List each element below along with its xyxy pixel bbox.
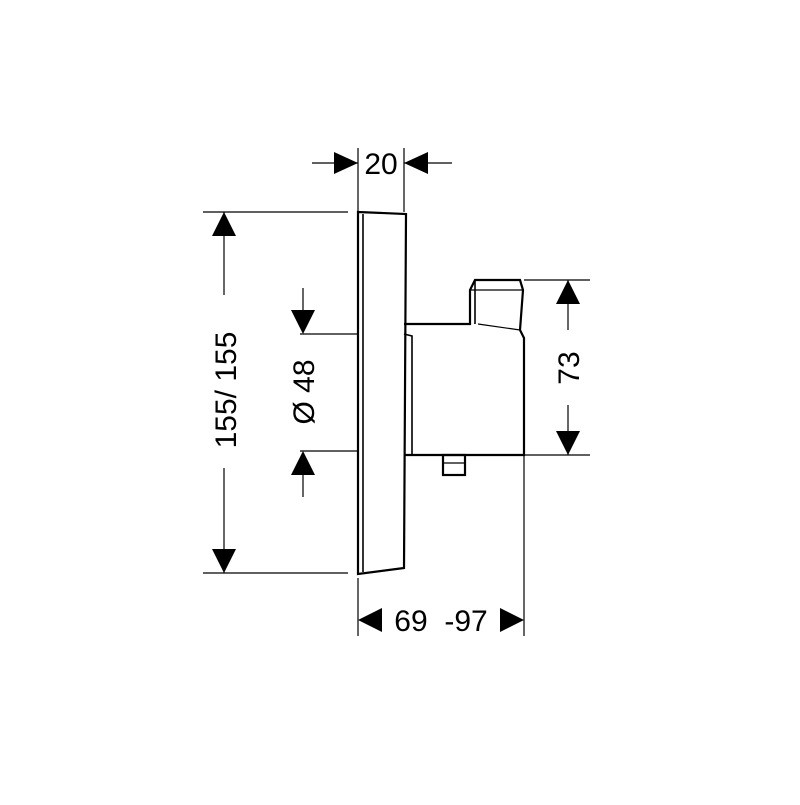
dimension-body-height: 73 [524,279,590,456]
valve-body [403,278,526,457]
arrow-down-head [212,549,236,573]
dimension-height: 155/ 155 [203,211,348,574]
arrow-up-head [212,212,236,236]
arrow-left-head [358,608,382,632]
arrow-up-head [291,451,315,475]
label-height: 155/ 155 [210,332,243,449]
arrow-left-head [404,152,428,174]
outlet-nipple [441,453,467,477]
cover-plate [356,210,408,576]
label-diameter: Ø 48 [288,359,321,424]
arrow-down-head [291,310,315,334]
dimension-top-depth: 20 [312,148,452,212]
arrow-right-head [334,152,358,174]
dimension-total-depth: 69 -97 [357,455,525,638]
label-top-depth: 20 [364,148,397,181]
arrow-down-head [556,431,580,455]
label-body-height: 73 [553,351,586,384]
arrow-up-head [556,280,580,304]
dimension-diameter: Ø 48 [288,288,358,497]
label-total-depth: 69 -97 [394,605,487,638]
arrow-right-head [500,608,524,632]
